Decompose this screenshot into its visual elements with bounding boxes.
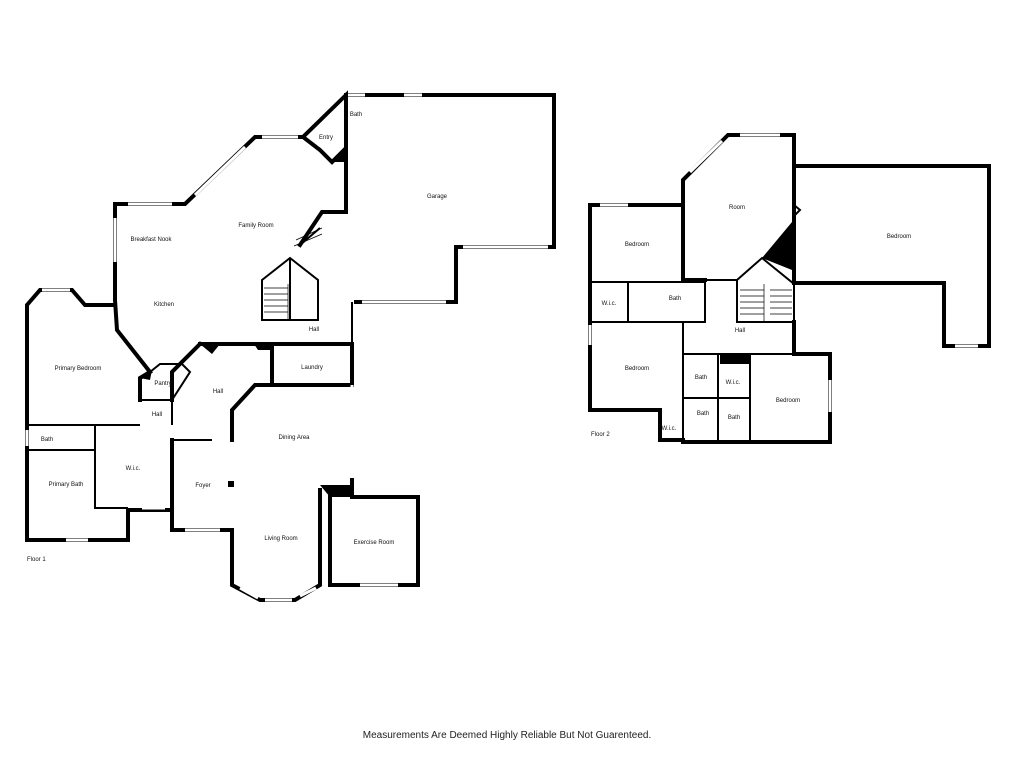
room-label: Bedroom: [625, 242, 649, 248]
floor-2-label: Floor 2: [591, 432, 610, 438]
room-label: Exercise Room: [354, 540, 395, 546]
room-label: Foyer: [195, 483, 210, 489]
room-label: Primary Bedroom: [55, 366, 102, 372]
room-label: Pantry: [154, 381, 171, 387]
room-label: Family Room: [238, 223, 273, 229]
room-label: Laundry: [301, 365, 323, 371]
room-label: Dining Area: [278, 435, 310, 441]
room-label: W.i.c.: [726, 380, 741, 386]
room-label: Room: [729, 205, 745, 211]
room-label: Bedroom: [887, 234, 911, 240]
room-label: Living Room: [264, 536, 297, 542]
room-label: Hall: [309, 327, 319, 333]
room-label: Bath: [697, 411, 709, 417]
room-label: Hall: [735, 328, 745, 334]
room-label: Entry: [319, 135, 333, 141]
room-label: Bath: [728, 415, 740, 421]
room-label: Bath: [41, 437, 53, 443]
floor-1-label: Floor 1: [27, 557, 46, 563]
room-label: Bath: [695, 375, 707, 381]
room-label: Garage: [427, 194, 448, 200]
room-label: Primary Bath: [49, 482, 84, 488]
room-label: Kitchen: [154, 302, 174, 308]
room-label: Bath: [350, 112, 362, 118]
floor-2-plan: Room Bedroom Bedroom W.i.c. Bath Hall Be…: [588, 133, 991, 444]
floor-1-plan: Bath Entry Garage Family Room Breakfast …: [25, 90, 556, 602]
room-label: Hall: [213, 389, 223, 395]
room-label: Breakfast Nook: [130, 237, 172, 243]
room-label: Bath: [669, 296, 681, 302]
room-label: Hall: [152, 412, 162, 418]
room-label: W.i.c.: [662, 426, 677, 432]
room-label: W.i.c.: [126, 466, 141, 472]
room-label: Bedroom: [776, 398, 800, 404]
room-label: W.i.c.: [602, 301, 617, 307]
room-label: Bedroom: [625, 366, 649, 372]
disclaimer-text: Measurements Are Deemed Highly Reliable …: [362, 730, 652, 741]
